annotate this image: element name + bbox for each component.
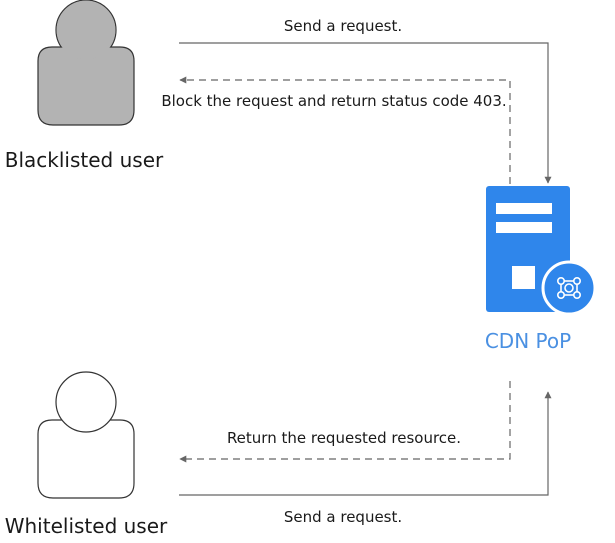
blacklisted-response-arrow xyxy=(179,76,511,184)
whitelisted-request-arrow xyxy=(179,391,552,496)
cdn-pop-label: CDN PoP xyxy=(485,329,571,353)
whitelisted-response-label: Return the requested resource. xyxy=(227,429,461,447)
whitelisted-user-icon xyxy=(37,371,135,499)
blacklisted-request-arrow xyxy=(179,42,552,184)
whitelisted-request-label: Send a request. xyxy=(284,508,402,526)
network-nodes-icon xyxy=(541,260,597,316)
blacklisted-response-label: Block the request and return status code… xyxy=(161,92,506,110)
blacklisted-request-label: Send a request. xyxy=(284,17,402,35)
whitelisted-user-label: Whitelisted user xyxy=(5,514,168,538)
blacklisted-user-label: Blacklisted user xyxy=(5,148,164,172)
blacklisted-user-icon xyxy=(37,0,135,126)
whitelisted-response-arrow xyxy=(179,381,511,463)
